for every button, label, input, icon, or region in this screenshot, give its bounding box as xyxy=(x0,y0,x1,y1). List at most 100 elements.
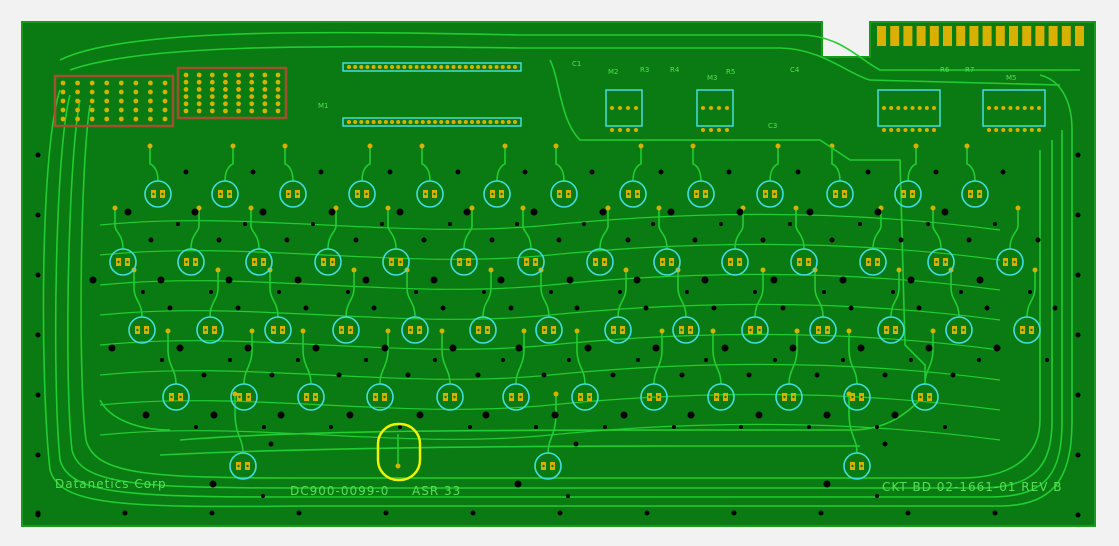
hole xyxy=(857,344,865,352)
trace xyxy=(302,331,312,385)
hole xyxy=(625,237,631,243)
hole xyxy=(35,152,41,158)
hole xyxy=(396,208,404,216)
key-switch xyxy=(809,316,837,344)
hole xyxy=(142,411,150,419)
hole xyxy=(141,290,145,294)
hole xyxy=(704,358,708,362)
component-label: M3 xyxy=(707,74,718,82)
hole xyxy=(753,290,757,294)
trace xyxy=(149,146,159,182)
hole xyxy=(167,305,173,311)
component-label: C1 xyxy=(572,60,581,68)
component-label: C3 xyxy=(768,122,777,130)
hole xyxy=(905,510,911,516)
key-switch xyxy=(230,383,258,411)
key-switch xyxy=(517,248,545,276)
hole xyxy=(760,237,766,243)
hole xyxy=(514,480,522,488)
trace xyxy=(99,303,1001,321)
trace xyxy=(599,208,609,250)
trace xyxy=(234,394,244,454)
hole xyxy=(841,358,845,362)
trace xyxy=(80,104,1041,479)
hole xyxy=(788,222,792,226)
key-switch xyxy=(196,316,224,344)
hole xyxy=(448,222,452,226)
hole xyxy=(497,276,505,284)
key-switch xyxy=(264,316,292,344)
hole xyxy=(122,510,128,516)
hole xyxy=(875,494,879,498)
hole xyxy=(261,494,265,498)
hole xyxy=(157,276,165,284)
trace xyxy=(99,333,1001,351)
trace xyxy=(653,331,663,385)
hole xyxy=(755,411,763,419)
hole xyxy=(584,344,592,352)
key-switch xyxy=(450,248,478,276)
hole xyxy=(692,237,698,243)
connector-pin xyxy=(1075,26,1084,46)
hole xyxy=(336,372,342,378)
hole xyxy=(244,344,252,352)
key-switch xyxy=(687,180,715,208)
hole xyxy=(515,344,523,352)
hole xyxy=(414,290,418,294)
hole xyxy=(823,411,831,419)
key-switch xyxy=(211,180,239,208)
hole xyxy=(574,305,580,311)
hole xyxy=(711,305,717,311)
hole xyxy=(814,372,820,378)
trace xyxy=(54,94,1063,498)
key-switch xyxy=(550,180,578,208)
trace xyxy=(69,45,1061,86)
key-switch xyxy=(571,383,599,411)
trace xyxy=(361,146,371,182)
hole xyxy=(489,237,495,243)
hole xyxy=(268,441,274,447)
hole xyxy=(976,276,984,284)
trace xyxy=(712,331,722,385)
hole xyxy=(599,208,607,216)
key-switch xyxy=(245,248,273,276)
hole xyxy=(250,169,256,175)
trace xyxy=(692,146,702,182)
hole xyxy=(1075,212,1081,218)
hole xyxy=(721,344,729,352)
trace xyxy=(59,31,1080,71)
hole xyxy=(1028,290,1032,294)
ic-footprint xyxy=(342,62,522,72)
hole xyxy=(567,358,571,362)
trace xyxy=(848,394,858,454)
hole xyxy=(882,372,888,378)
hole xyxy=(541,372,547,378)
hole xyxy=(433,358,437,362)
trace xyxy=(133,270,143,318)
hole xyxy=(589,169,595,175)
hole xyxy=(667,208,675,216)
hole xyxy=(644,510,650,516)
hole xyxy=(739,425,743,429)
hole xyxy=(416,411,424,419)
key-switch xyxy=(640,383,668,411)
trace xyxy=(890,270,900,318)
hole xyxy=(430,276,438,284)
hole xyxy=(875,425,879,429)
hole xyxy=(183,169,189,175)
hole xyxy=(993,222,997,226)
trace xyxy=(907,146,917,182)
hole xyxy=(795,169,801,175)
trace xyxy=(769,146,779,182)
hole xyxy=(277,290,281,294)
key-switch xyxy=(469,316,497,344)
key-switch xyxy=(401,316,429,344)
trace xyxy=(179,399,921,441)
component-label: R5 xyxy=(726,68,735,76)
hole xyxy=(35,332,41,338)
hole xyxy=(209,510,215,516)
key-switch xyxy=(144,180,172,208)
hole xyxy=(312,344,320,352)
hole xyxy=(573,441,579,447)
hole xyxy=(1075,392,1081,398)
